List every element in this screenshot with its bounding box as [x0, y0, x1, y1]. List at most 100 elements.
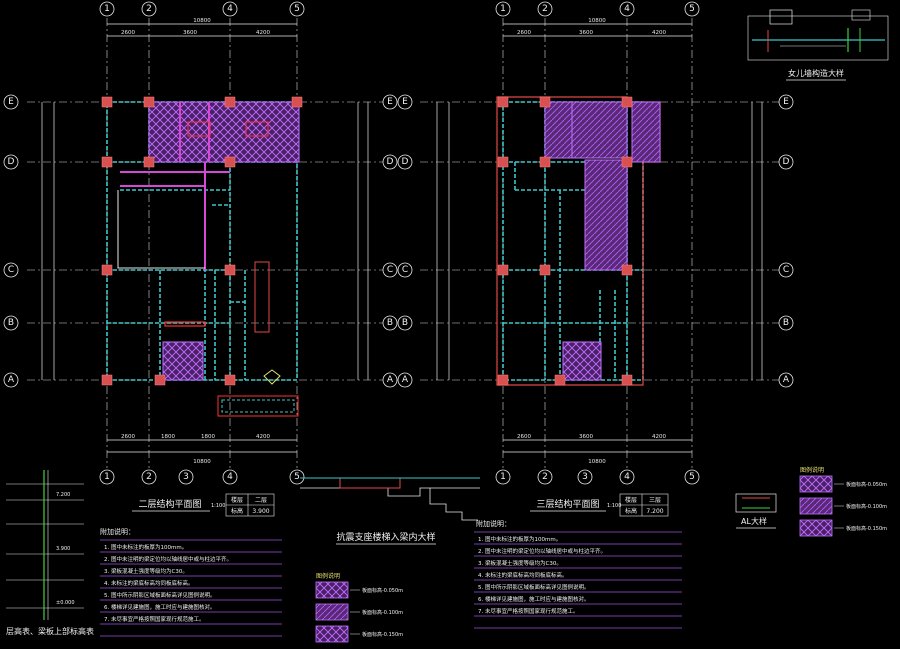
left-bottom-dim-2: 1800 [161, 434, 175, 440]
legend-right-item-3: 板面标高-0.150m [846, 525, 887, 532]
right-axis-bottom-label-2: 2 [542, 472, 548, 482]
left-axis-right-label-C: C [387, 265, 393, 275]
right-table-v1: 三层 [649, 497, 661, 504]
right-plan-title: 三层结构平面图 [536, 498, 599, 510]
stair-detail: 抗震支座楼梯入梁内大样 [300, 477, 480, 545]
right-axis-left-label-E: E [402, 97, 408, 107]
parapet-detail-title: 女儿墙构造大样 [788, 68, 844, 78]
stair-detail-title: 抗震支座楼梯入梁内大样 [336, 531, 435, 543]
legend-left-item-2: 板面标高-0.100m [362, 609, 403, 616]
left-axis-bottom-label-4: 4 [227, 472, 233, 482]
left-axis-right-C [382, 262, 398, 278]
floor-heights-title: 层高表、梁板上部标高表 [6, 626, 94, 636]
right-axis-top-2 [537, 1, 553, 17]
left-axis-bottom-2 [141, 469, 157, 485]
left-axis-right-label-B: B [387, 318, 393, 328]
right-axis-right-D [778, 154, 794, 170]
floor-height-3: ±0.000 [56, 600, 75, 606]
notes-left-line-4: 4. 未标注的梁底标高均同板底标高。 [104, 579, 194, 587]
al-detail: AL大样 [735, 493, 777, 529]
notes-right-line-2: 2. 图中未注明的梁定位均以轴线居中或与柱边平齐。 [478, 547, 606, 555]
left-axis-top-4 [289, 1, 305, 17]
right-axis-left-D [397, 154, 413, 170]
floor-height-2: 3.900 [56, 546, 70, 552]
left-axis-bottom-3 [178, 469, 194, 485]
right-table-h2: 标高 [625, 507, 637, 515]
left-top-dim-total: 10800 [193, 18, 211, 24]
right-axis-right-C [778, 262, 794, 278]
right-axis-right-label-D: D [783, 157, 790, 167]
left-axis-left-E [3, 94, 19, 110]
notes-left-title: 附加说明： [100, 527, 135, 536]
left-axis-left-C [3, 262, 19, 278]
right-axis-top-4 [684, 1, 700, 17]
right-axis-left-E [397, 94, 413, 110]
left-axis-left-D [3, 154, 19, 170]
right-axis-right-label-A: A [783, 375, 790, 385]
notes-left-line-2: 2. 图中未注明的梁定位均以轴线居中或与柱边平齐。 [104, 555, 232, 563]
left-floor-plan [27, 18, 395, 468]
notes-left-line-6: 6. 楼梯详见建施图，施工时应与建施图核对。 [104, 603, 216, 611]
right-plan-title-block: 三层结构平面图 1:100 楼层 三层 标高 7.200 [530, 493, 669, 517]
right-axis-bottom-2 [537, 469, 553, 485]
right-axis-top-label-2: 2 [542, 4, 548, 14]
notes-right-line-4: 4. 未标注的梁底标高均同板底标高。 [478, 571, 568, 579]
left-axis-left-A [3, 372, 19, 388]
left-plan-scale: 1:100 [211, 503, 225, 509]
notes-right-line-3: 3. 梁板混凝土强度等级均为C30。 [478, 559, 562, 567]
notes-left-line-7: 7. 未尽事宜严格按照国家现行规范施工。 [104, 615, 205, 623]
left-axis-bottom-5 [289, 469, 305, 485]
legend-left: 图例说明 板面标高-0.050m 板面标高-0.100m 板面标高-0.150m [315, 572, 403, 643]
left-axis-top-label-3: 4 [227, 4, 233, 14]
floor-heights-table: 7.200 3.900 ±0.000 层高表、梁板上部标高表 [6, 470, 94, 636]
right-axis-bottom-label-4: 4 [624, 472, 630, 482]
parapet-detail: 女儿墙构造大样 [747, 9, 889, 81]
right-axis-right-B [778, 315, 794, 331]
left-axis-right-label-A: A [387, 375, 394, 385]
right-bottom-dim-1: 2600 [517, 434, 531, 440]
left-table-h1: 楼层 [231, 496, 243, 504]
left-axis-bottom-label-5: 5 [294, 472, 300, 482]
left-bottom-dim-total: 10800 [193, 459, 211, 465]
notes-left-line-5: 5. 图中所示阴影区域板面标高详见图例说明。 [104, 591, 216, 599]
notes-left-line-3: 3. 梁板混凝土强度等级均为C30。 [104, 567, 188, 575]
right-axis-bubbles [397, 1, 794, 485]
left-axis-top-label-1: 1 [104, 4, 110, 14]
legend-right-item-2: 板面标高-0.100m [846, 503, 887, 510]
left-axis-top-3 [222, 1, 238, 17]
left-top-dim-3: 4200 [256, 30, 270, 36]
right-axis-right-label-C: C [783, 265, 789, 275]
floor-height-1: 7.200 [56, 492, 70, 498]
right-top-dim-2: 3600 [579, 30, 593, 36]
left-axis-bottom-1 [99, 469, 115, 485]
left-plan-title-block: 二层结构平面图 1:100 楼层 二层 标高 3.900 [132, 493, 275, 517]
left-axis-bottom-label-1: 1 [104, 472, 110, 482]
right-axis-left-B [397, 315, 413, 331]
legend-left-title: 图例说明 [316, 572, 340, 580]
right-axis-bottom-5 [684, 469, 700, 485]
al-detail-title: AL大样 [741, 516, 767, 526]
left-axis-left-label-D: D [8, 157, 15, 167]
left-axis-right-D [382, 154, 398, 170]
legend-left-item-1: 板面标高-0.050m [362, 587, 403, 594]
left-axis-right-E [382, 94, 398, 110]
notes-right-line-7: 7. 未尽事宜严格按照国家现行规范施工。 [478, 607, 579, 615]
right-top-dim-3: 4200 [652, 30, 666, 36]
right-axis-left-A [397, 372, 413, 388]
left-axis-bubbles [3, 1, 398, 485]
right-axis-bottom-label-1: 1 [500, 472, 506, 482]
left-axis-left-label-C: C [8, 265, 14, 275]
left-axis-top-2 [141, 1, 157, 17]
right-axis-right-E [778, 94, 794, 110]
right-top-dim-1: 2600 [517, 30, 531, 36]
notes-right-line-5: 5. 图中所示阴影区域板面标高详见图例说明。 [478, 583, 590, 591]
right-axis-top-label-1: 1 [500, 4, 506, 14]
right-table-v2: 7.200 [646, 508, 663, 515]
legend-right-item-1: 板面标高-0.050m [846, 481, 887, 488]
right-table-h1: 楼层 [625, 496, 637, 504]
left-bottom-dim-3: 1800 [201, 434, 215, 440]
right-axis-left-label-A: A [402, 375, 409, 385]
left-axis-bottom-label-3: 3 [183, 472, 189, 482]
left-axis-top-label-2: 2 [146, 4, 152, 14]
